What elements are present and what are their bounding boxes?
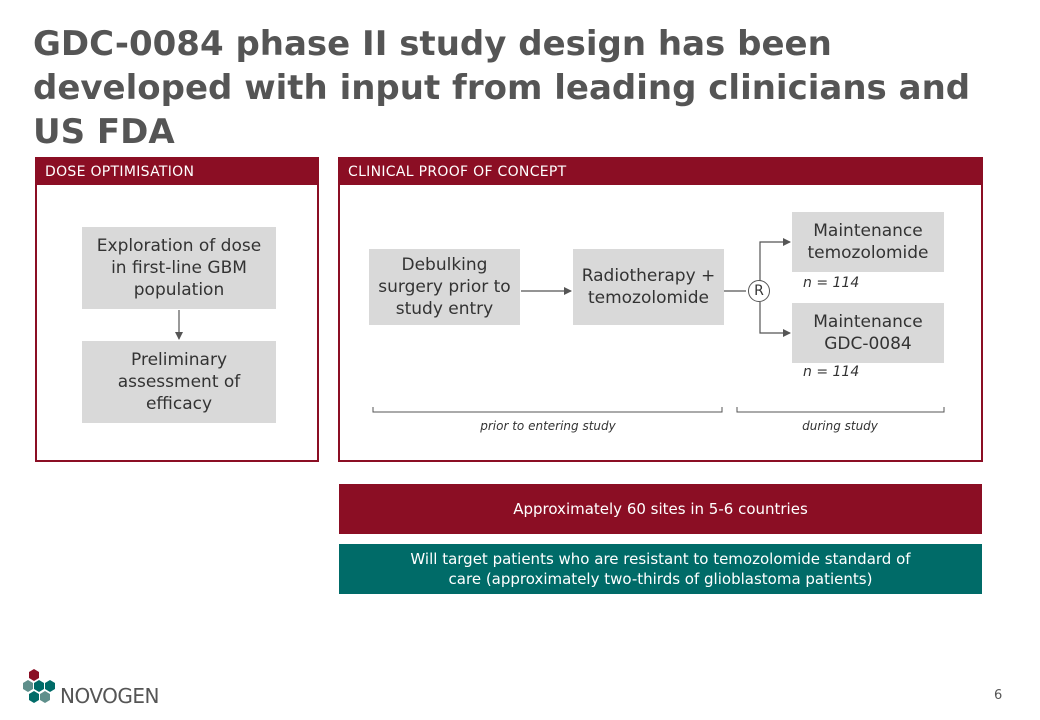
efficacy-assessment-box: Preliminary assessment of efficacy	[82, 341, 276, 423]
dose-optimisation-header: DOSE OPTIMISATION	[37, 159, 317, 185]
dose-exploration-box: Exploration of dose in first-line GBM po…	[82, 227, 276, 309]
maintenance-gdc0084-box: Maintenance GDC-0084	[792, 303, 944, 363]
maintenance-temozolomide-box: Maintenance temozolomide	[792, 212, 944, 272]
arm2-sample-size: n = 114	[803, 364, 860, 380]
novogen-logo-text: NOVOGEN	[60, 684, 160, 708]
r-to-arm2-arrow	[759, 302, 791, 337]
r-to-arm1-arrow	[759, 238, 791, 281]
radiotherapy-box: Radiotherapy + temozolomide	[573, 249, 724, 325]
prior-to-study-label: prior to entering study	[480, 419, 616, 433]
arm1-sample-size: n = 114	[803, 275, 860, 291]
novogen-logo-icon	[23, 669, 55, 703]
prior-bracket	[372, 407, 723, 413]
clinical-proof-header: CLINICAL PROOF OF CONCEPT	[340, 159, 981, 185]
randomisation-circle: R	[748, 280, 770, 302]
during-study-label: during study	[802, 419, 878, 433]
page-number: 6	[994, 688, 1003, 703]
sites-banner: Approximately 60 sites in 5-6 countries	[339, 484, 982, 534]
target-patients-banner: Will target patients who are resistant t…	[339, 544, 982, 594]
page-title: GDC-0084 phase II study design has been …	[33, 24, 971, 152]
debulking-surgery-box: Debulking surgery prior to study entry	[369, 249, 520, 325]
during-bracket	[736, 407, 945, 413]
